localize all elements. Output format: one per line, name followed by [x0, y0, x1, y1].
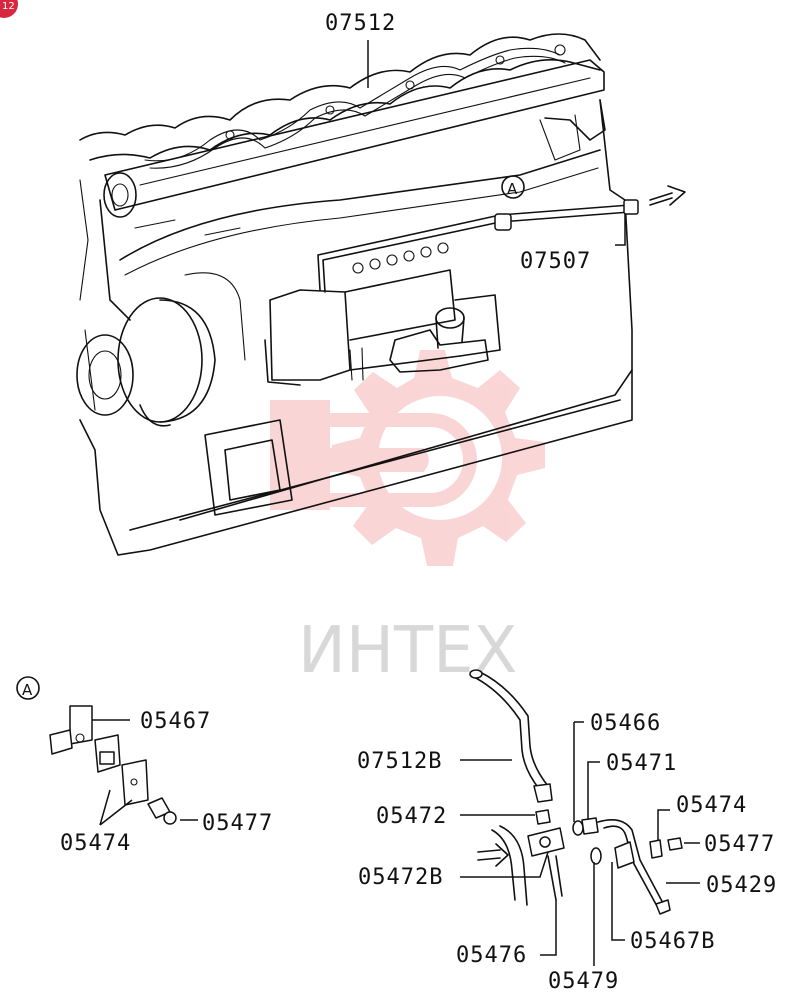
svg-text:12: 12: [2, 1, 15, 12]
label-05472B: 05472B: [358, 865, 443, 890]
watermark-gear-icon: [270, 350, 545, 566]
label-05466: 05466: [590, 711, 661, 736]
label-05467: 05467: [140, 709, 211, 734]
label-05477-left: 05477: [202, 811, 273, 836]
label-05429: 05429: [706, 873, 777, 898]
label-05467B: 05467B: [630, 929, 715, 954]
svg-text:A: A: [22, 681, 33, 699]
watermark-text: ИНТЕХ: [298, 614, 517, 688]
label-05472: 05472: [376, 804, 447, 829]
label-05474-right: 05474: [676, 793, 747, 818]
label-05476: 05476: [456, 943, 527, 968]
label-05471: 05471: [606, 751, 677, 776]
engine-illustration: A: [76, 33, 686, 556]
svg-text:A: A: [507, 180, 518, 198]
label-05477-right: 05477: [704, 832, 775, 857]
label-07507: 07507: [520, 249, 591, 274]
right-exploded-view: [469, 669, 683, 915]
label-07512: 07512: [325, 11, 396, 36]
label-05479: 05479: [548, 969, 619, 994]
page-badge: 12: [0, 0, 18, 18]
view-a-marker: [501, 175, 525, 199]
label-05474-left: 05474: [60, 831, 131, 856]
label-07512B: 07512B: [357, 749, 442, 774]
detail-a: A: [16, 676, 177, 825]
